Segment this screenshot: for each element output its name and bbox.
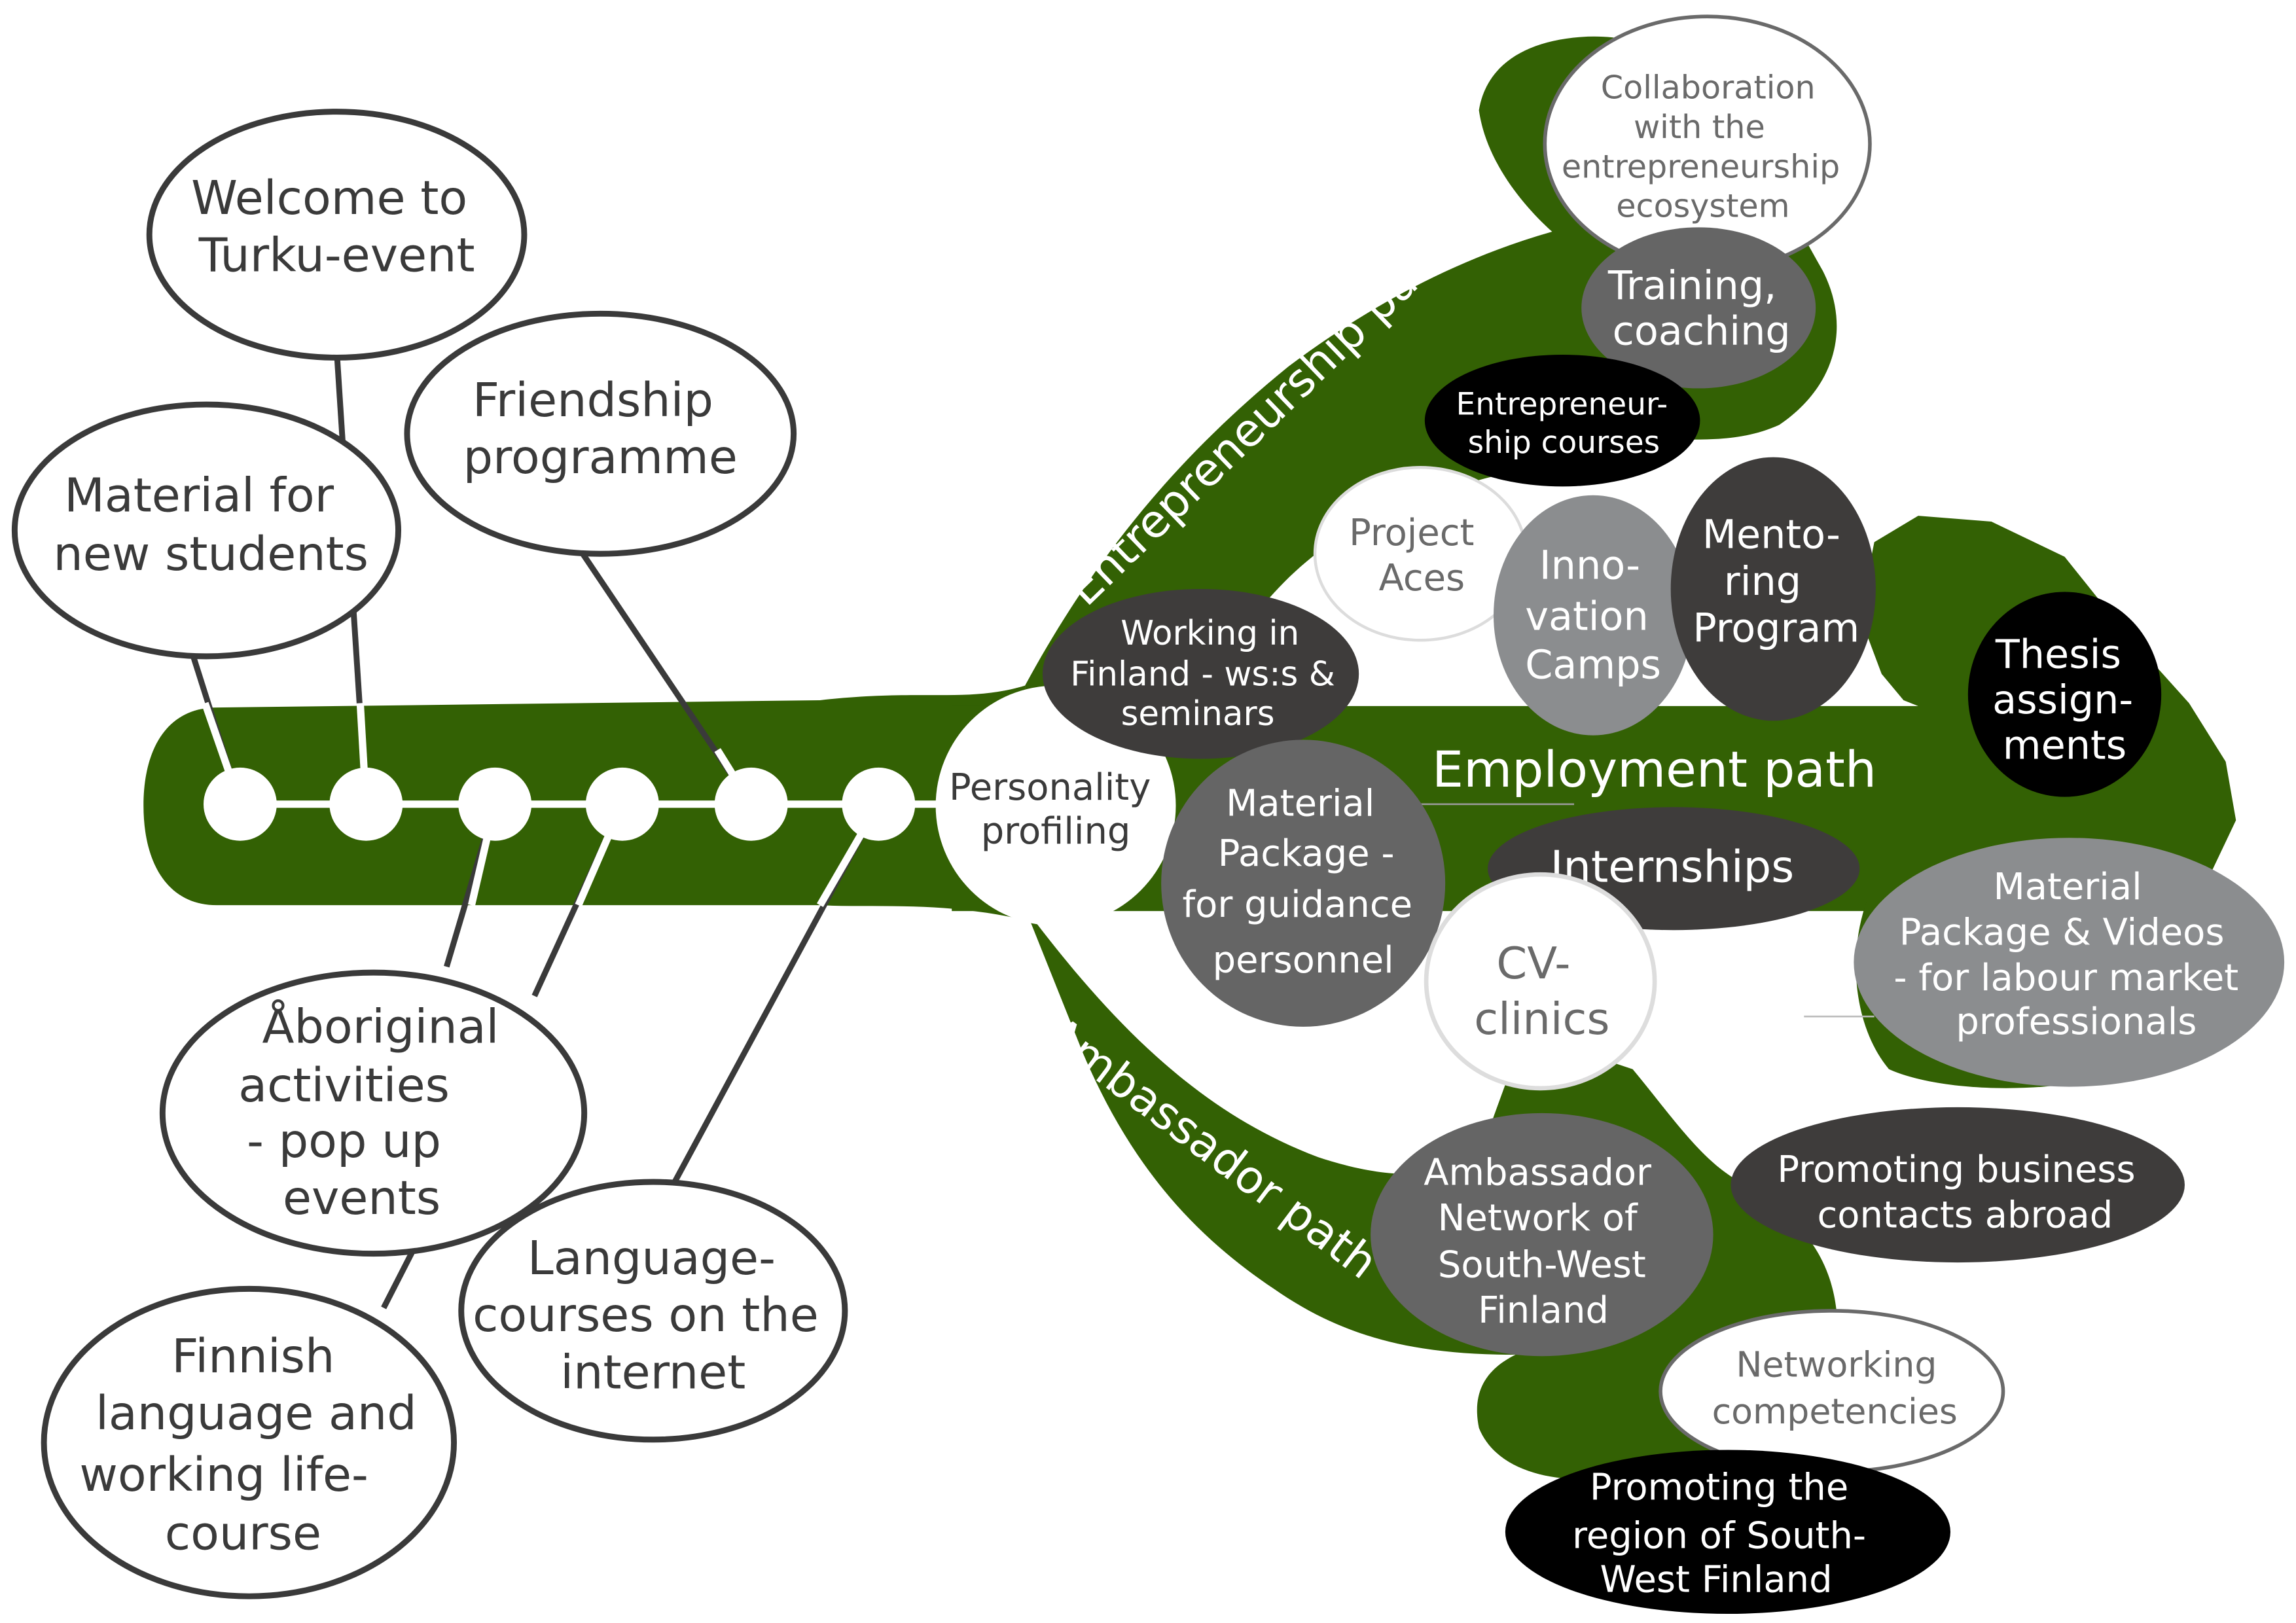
bubble-material-new-students: Material for new students [11,401,402,660]
bubble-networking-text: Networking competencies [1712,1344,1958,1433]
bubble-project-aces: Project Aces [1313,466,1528,642]
bubble-aboriginal-text: Åboriginal activities - pop up events [238,999,514,1225]
timeline-node-5 [714,767,788,841]
bubble-finnish-course-text: Finnish language and working life- cours… [79,1329,431,1561]
bubble-thesis: Thesis assign- ments [1967,592,2162,797]
bubble-thesis-text: Thesis assign- ments [1992,632,2145,769]
bubble-cv-clinics: CV- clinics [1424,872,1657,1091]
timeline-node-2 [329,767,403,841]
bubble-mentoring-text: Mento- ring Program [1693,512,1859,651]
employment-path-label: Employment path [1432,740,1876,798]
bubble-promoting-business: Promoting business contacts abroad [1731,1107,2185,1263]
bubble-ambassador-network-text: Ambassador Network of South-West Finland [1424,1151,1663,1331]
ambassador-path-label: Ambassador path [1036,1007,1387,1290]
timeline-node-1 [203,767,277,841]
bubble-welcome-text: Welcome to Turku-event [191,171,482,282]
bubble-mentoring: Mento- ring Program [1670,457,1876,721]
bubble-promoting-business-text: Promoting business contacts abroad [1777,1149,2147,1236]
bubble-welcome: Welcome to Turku-event [146,109,528,361]
bubble-project-aces-text: Project Aces [1349,512,1486,599]
bubble-friendship: Friendship programme [404,310,797,557]
bubble-collaboration: Collaboration with the entrepreneurship … [1543,14,1872,274]
bubble-working-finland: Working in Finland - ws:s & seminars [1042,588,1359,759]
bubble-innovation-camps-text: Inno- vation Camps [1525,543,1661,688]
bubble-friendship-text: Friendship programme [463,373,738,484]
timeline-node-6 [842,767,916,841]
bubble-entrepreneurship-courses-text: Entrepreneur- ship courses [1456,387,1678,461]
bubble-cv-clinics-text: CV- clinics [1474,938,1609,1044]
bubble-working-finland-text: Working in Finland - ws:s & seminars [1070,614,1346,734]
timeline-node-4 [585,767,659,841]
bubble-training: Training, coaching [1581,227,1816,389]
bubble-language-courses: Language- courses on the internet [458,1179,848,1443]
bubble-finnish-course: Finnish language and working life- cours… [41,1285,457,1599]
bubble-entrepreneurship-courses: Entrepreneur- ship courses [1424,354,1700,487]
bubble-ambassador-network: Ambassador Network of South-West Finland [1371,1113,1713,1357]
bubble-promoting-region-text: Promoting the region of South- West Finl… [1572,1467,1878,1601]
bubble-innovation-camps: Inno- vation Camps [1493,495,1693,736]
bubble-personality: Personality profiling [935,685,1176,926]
bubble-material-guidance-text: Material Package - for guidance personne… [1182,783,1424,982]
bubble-networking: Networking competencies [1659,1309,2005,1474]
bubble-language-courses-text: Language- courses on the internet [473,1231,833,1400]
bubble-promoting-region: Promoting the region of South- West Finl… [1505,1450,1951,1614]
bubble-training-text: Training, coaching [1607,263,1791,354]
bubble-material-new-students-text: Material for new students [53,468,368,580]
bubble-collaboration-text: Collaboration with the entrepreneurship … [1562,68,1850,224]
bubble-material-videos-text: Material Package & Videos - for labour m… [1893,866,2250,1043]
bubble-material-guidance: Material Package - for guidance personne… [1161,740,1446,1027]
bubble-material-videos: Material Package & Videos - for labour m… [1854,838,2285,1087]
timeline-node-3 [458,767,532,841]
bubble-aboriginal: Åboriginal activities - pop up events [159,969,588,1257]
bubble-personality-text: Personality profiling [949,766,1162,853]
